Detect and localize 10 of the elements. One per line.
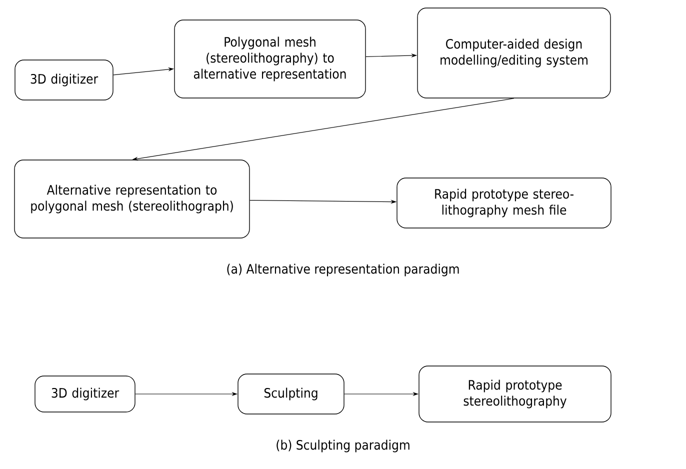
process-box: Computer-aided design modelling/editing system: [417, 8, 611, 98]
process-box: 3D digitizer: [14, 60, 114, 100]
process-box: 3D digitizer: [34, 376, 136, 412]
process-box: Alternative representation to polygonal mesh (stereolithograph): [14, 160, 250, 238]
caption: (b) Sculpting paradigm: [276, 440, 410, 452]
caption: (a) Alternative representation paradigm: [227, 264, 459, 276]
process-box: Polygonal mesh (stereolithography) to alternative representation: [174, 20, 366, 98]
process-box: Rapid prototype stereo-lithography mesh file: [396, 178, 612, 228]
process-box: Rapid prototype stereolithography: [418, 366, 612, 422]
process-box: Sculpting: [238, 374, 344, 414]
